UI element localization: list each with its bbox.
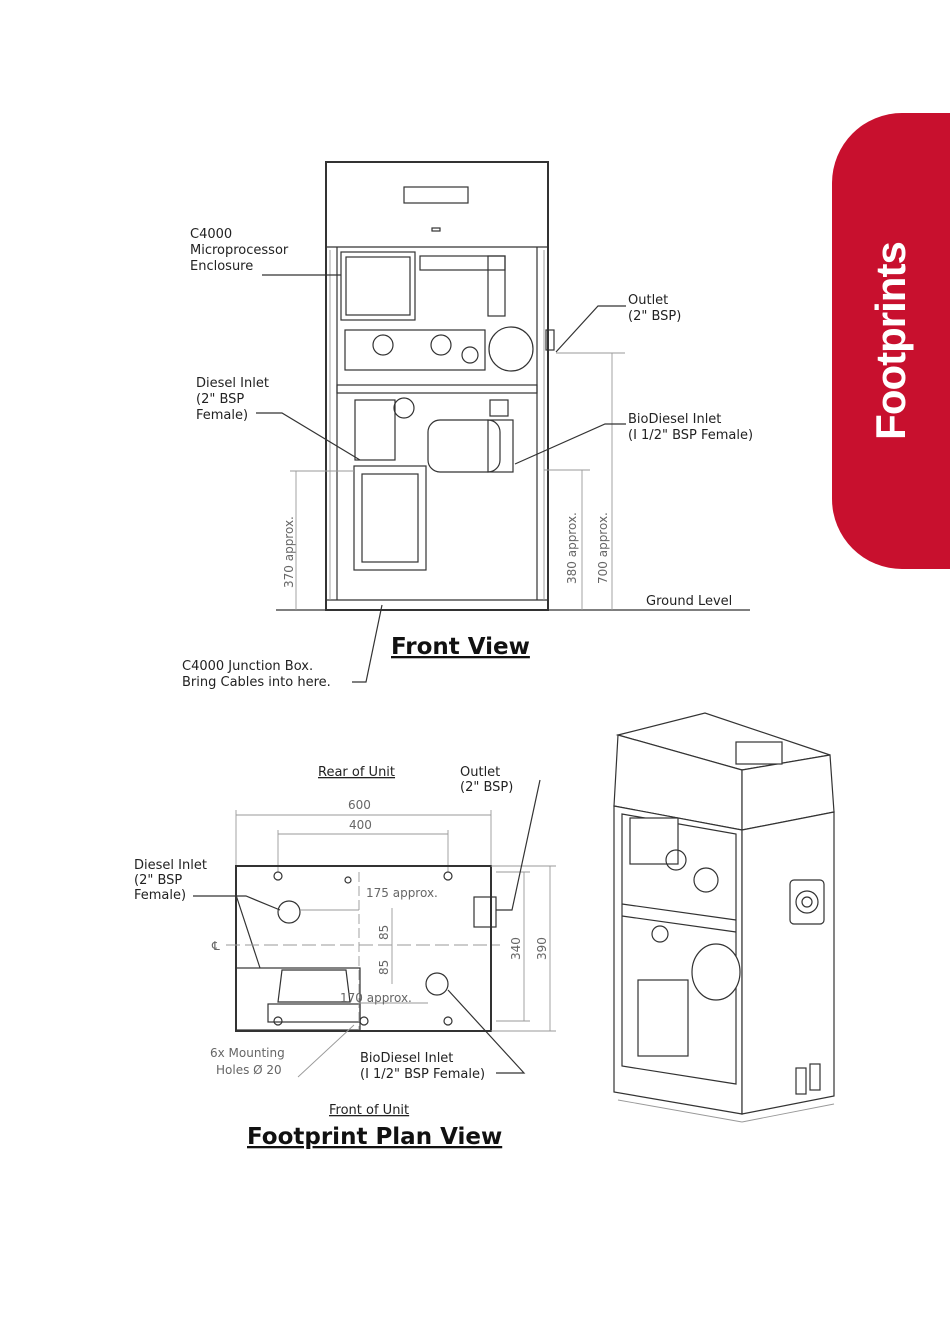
fv-diesel-inlet-3: Female) bbox=[196, 408, 248, 423]
dim-340: 340 bbox=[509, 937, 523, 960]
mounting-label-1: 6x Mounting bbox=[210, 1046, 285, 1060]
dim-390: 390 bbox=[535, 937, 549, 960]
microprocessor-label-1: C4000 bbox=[190, 227, 232, 242]
pv-diesel-inlet-2: (2" BSP bbox=[134, 873, 182, 888]
plan-base-outline bbox=[226, 865, 500, 1032]
front-view-title: Front View bbox=[391, 634, 530, 660]
pv-outlet-1: Outlet bbox=[460, 765, 500, 780]
fv-diesel-inlet-1: Diesel Inlet bbox=[196, 376, 269, 391]
ground-level-label: Ground Level bbox=[646, 594, 732, 609]
fv-outlet-1: Outlet bbox=[628, 293, 668, 308]
mounting-label-2: Holes Ø 20 bbox=[216, 1063, 282, 1077]
front-view-drawing bbox=[325, 161, 555, 611]
microprocessor-label-2: Microprocessor bbox=[190, 243, 289, 258]
dim-700: 700 approx. bbox=[596, 512, 610, 584]
dim-85b: 85 bbox=[377, 960, 391, 975]
section-tab: Footprints bbox=[832, 113, 950, 569]
microprocessor-label-3: Enclosure bbox=[190, 259, 253, 274]
dim-85a: 85 bbox=[377, 925, 391, 940]
junction-box-label-2: Bring Cables into here. bbox=[182, 675, 331, 690]
dim-370: 370 approx. bbox=[282, 516, 296, 588]
front-of-unit-label: Front of Unit bbox=[329, 1103, 409, 1118]
junction-box-label-1: C4000 Junction Box. bbox=[182, 659, 313, 674]
pv-biodiesel-2: (I 1/2" BSP Female) bbox=[360, 1067, 485, 1082]
dim-170: 170 approx. bbox=[340, 991, 412, 1005]
pv-diesel-inlet-3: Female) bbox=[134, 888, 186, 903]
fv-outlet-2: (2" BSP) bbox=[628, 309, 681, 324]
isometric-unit-illustration bbox=[613, 712, 835, 1123]
pv-outlet-2: (2" BSP) bbox=[460, 780, 513, 795]
dim-175: 175 approx. bbox=[366, 886, 438, 900]
centerline-symbol: ℄ bbox=[211, 939, 220, 953]
fv-biodiesel-1: BioDiesel Inlet bbox=[628, 412, 721, 427]
dim-380: 380 approx. bbox=[565, 512, 579, 584]
fv-biodiesel-2: (I 1/2" BSP Female) bbox=[628, 428, 753, 443]
pv-diesel-inlet-1: Diesel Inlet bbox=[134, 858, 207, 873]
dim-400: 400 bbox=[349, 818, 372, 832]
dim-600: 600 bbox=[348, 798, 371, 812]
pv-biodiesel-1: BioDiesel Inlet bbox=[360, 1051, 453, 1066]
fv-diesel-inlet-2: (2" BSP bbox=[196, 392, 244, 407]
rear-of-unit-label: Rear of Unit bbox=[318, 765, 395, 780]
plan-view-title: Footprint Plan View bbox=[247, 1124, 502, 1150]
